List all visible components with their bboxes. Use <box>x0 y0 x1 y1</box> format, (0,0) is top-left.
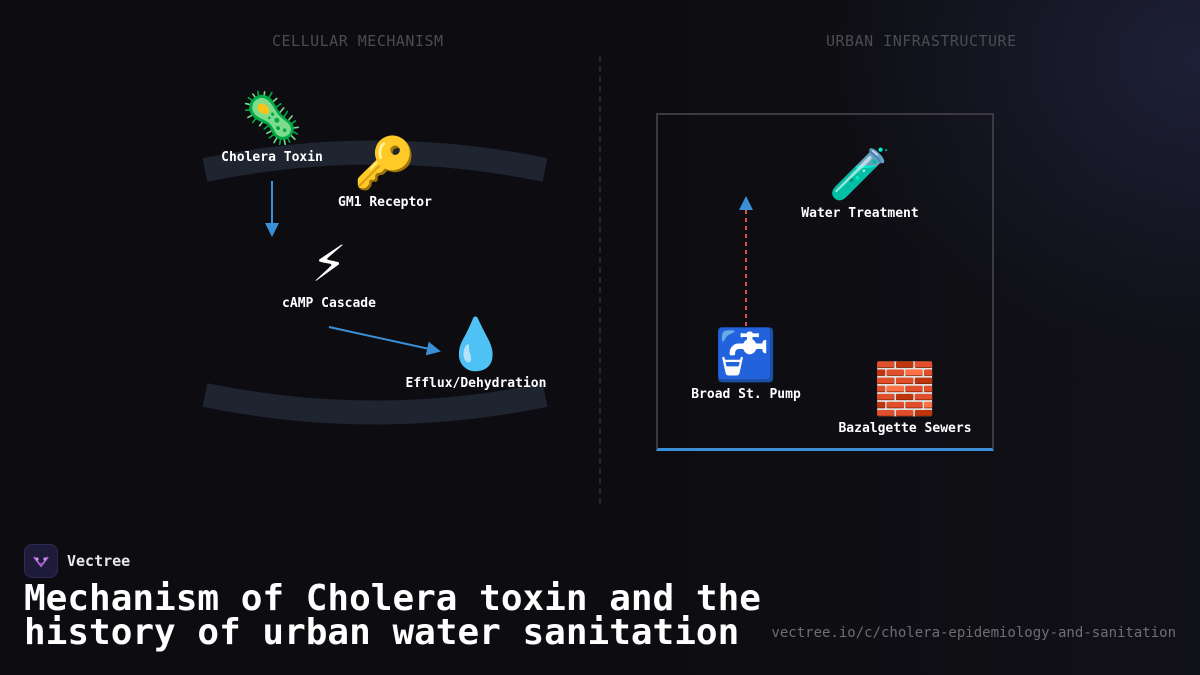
test-tube-icon: 🧪 <box>828 145 892 203</box>
node-gm1-receptor[interactable]: 🔑 GM1 Receptor <box>338 133 432 210</box>
node-label: Bazalgette Sewers <box>838 421 972 436</box>
node-cholera-toxin[interactable]: 🦠 Cholera Toxin <box>221 88 323 165</box>
node-bazalgette-sewers[interactable]: 🧱 Bazalgette Sewers <box>838 359 971 436</box>
node-label: cAMP Cascade <box>282 296 376 311</box>
brand: Vectree <box>24 544 130 578</box>
node-water-treatment[interactable]: 🧪 Water Treatment <box>801 144 918 221</box>
node-camp-cascade[interactable]: ⚡ cAMP Cascade <box>282 234 376 311</box>
section-title-cellular: CELLULAR MECHANISM <box>272 32 444 50</box>
potable-water-icon: 🚰 <box>714 326 778 384</box>
node-broad-st-pump[interactable]: 🚰 Broad St. Pump <box>691 325 801 402</box>
section-title-urban: URBAN INFRASTRUCTURE <box>826 32 1017 50</box>
membrane-bottom <box>202 383 548 425</box>
node-label: Water Treatment <box>801 206 919 221</box>
node-label: Cholera Toxin <box>221 150 323 165</box>
arrow-camp-to-efflux <box>328 326 441 356</box>
node-efflux[interactable]: 💧 Efflux/Dehydration <box>406 314 547 391</box>
arrow-pump-to-treatment-head <box>739 196 753 210</box>
section-divider <box>599 56 601 504</box>
vectree-logo-icon <box>24 544 58 578</box>
droplet-icon: 💧 <box>444 315 508 373</box>
footer-url[interactable]: vectree.io/c/cholera-epidemiology-and-sa… <box>771 625 1176 641</box>
membrane-top <box>202 140 548 182</box>
lightning-icon: ⚡ <box>311 235 347 293</box>
key-icon: 🔑 <box>353 134 417 192</box>
microbe-icon: 🦠 <box>240 89 304 147</box>
infrastructure-frame <box>656 113 994 451</box>
page-title: Mechanism of Cholera toxin and the histo… <box>24 578 761 653</box>
brick-icon: 🧱 <box>873 360 937 418</box>
node-label: Efflux/Dehydration <box>405 376 547 391</box>
node-label: Broad St. Pump <box>691 387 801 402</box>
node-label: GM1 Receptor <box>338 195 432 210</box>
brand-name: Vectree <box>67 552 131 570</box>
